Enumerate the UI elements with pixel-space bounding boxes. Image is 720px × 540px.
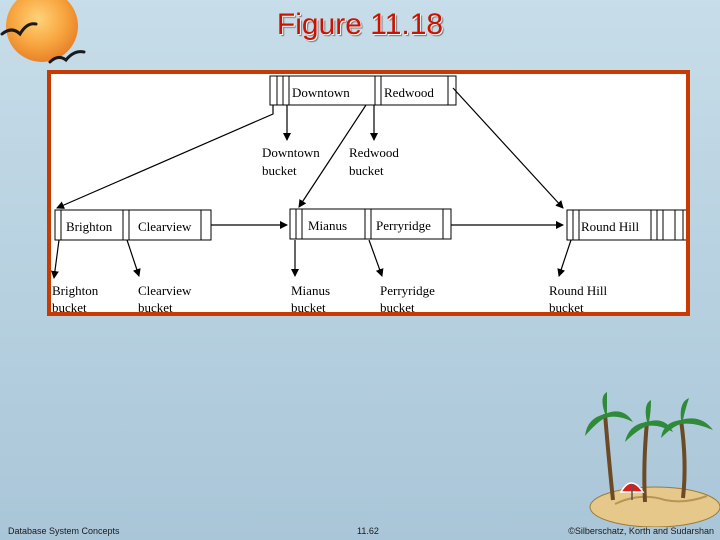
- redwood-bucket-line2: bucket: [349, 163, 384, 178]
- mianus-bucket-line2: bucket: [291, 300, 326, 315]
- diagram-frame: Downtown Redwood Brighton Clearview Mian…: [47, 70, 690, 316]
- middle-key-1: Mianus: [308, 218, 347, 233]
- round-hill-bucket-line1: Round Hill: [549, 283, 608, 298]
- mianus-bucket-line1: Mianus: [291, 283, 330, 298]
- clearview-bucket-line2: bucket: [138, 300, 173, 315]
- round-hill-bucket-line2: bucket: [549, 300, 584, 315]
- brighton-bucket-line1: Brighton: [52, 283, 99, 298]
- perryridge-bucket-line1: Perryridge: [380, 283, 435, 298]
- arrow-root-to-right: [452, 87, 564, 209]
- middle-key-2: Perryridge: [376, 218, 431, 233]
- palm-island-icon: [585, 392, 720, 527]
- left-key-1: Brighton: [66, 219, 113, 234]
- brighton-bucket-line2: bucket: [52, 300, 87, 315]
- arrow-root-to-left: [56, 105, 274, 209]
- arrow-to-perryridge-bucket: [368, 239, 384, 277]
- left-key-2: Clearview: [138, 219, 192, 234]
- downtown-bucket-line1: Downtown: [262, 145, 320, 160]
- footer-course-title: Database System Concepts: [8, 526, 120, 536]
- redwood-bucket-line1: Redwood: [349, 145, 399, 160]
- root-key-1: Downtown: [292, 85, 350, 100]
- right-node: [566, 209, 686, 241]
- perryridge-bucket-line2: bucket: [380, 300, 415, 315]
- arrow-to-brighton-bucket: [51, 239, 60, 279]
- pointer-arrows: [51, 87, 572, 279]
- slide-title: Figure 11.18: [276, 8, 444, 41]
- clearview-bucket-line1: Clearview: [138, 283, 192, 298]
- sun-seagull-logo-icon: [0, 0, 86, 64]
- arrow-to-clearview-bucket: [126, 239, 141, 277]
- b-tree-diagram: Downtown Redwood Brighton Clearview Mian…: [51, 75, 686, 315]
- arrow-root-to-middle: [298, 104, 367, 208]
- footer-page-number: 11.62: [357, 526, 379, 536]
- downtown-bucket-line2: bucket: [262, 163, 297, 178]
- root-key-2: Redwood: [384, 85, 434, 100]
- root-node: [269, 75, 457, 106]
- arrow-to-round-hill-bucket: [557, 239, 572, 277]
- footer-copyright: ©Silberschatz, Korth and Sudarshan: [568, 526, 714, 536]
- right-key-1: Round Hill: [581, 219, 640, 234]
